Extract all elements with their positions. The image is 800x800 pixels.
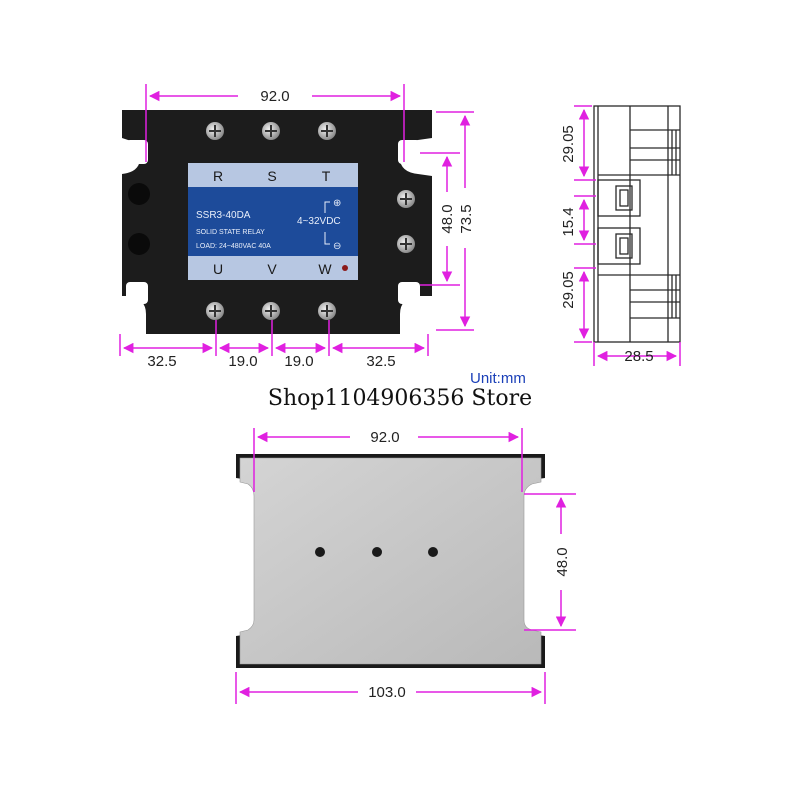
subtitle-label: SOLID STATE RELAY bbox=[196, 229, 265, 236]
screw-bottom-w bbox=[318, 302, 336, 320]
dim-side-depth: 28.5 bbox=[624, 348, 653, 365]
dim-bottom-left: 32.5 bbox=[147, 353, 176, 370]
side-hole-bottom bbox=[128, 233, 150, 255]
dim-front-width: 92.0 bbox=[260, 88, 289, 105]
minus-symbol: ⊖ bbox=[333, 241, 341, 252]
terminal-label-r: R bbox=[213, 168, 223, 184]
control-voltage-label: 4~32VDC bbox=[297, 216, 341, 227]
mount-slot-bottom-left bbox=[126, 282, 148, 304]
dim-back-height: 48.0 bbox=[554, 547, 571, 576]
side-dimensions bbox=[574, 105, 681, 366]
dim-bottom-mid-2: 19.0 bbox=[284, 353, 313, 370]
plate-hole-3 bbox=[428, 547, 438, 557]
relay-side-view bbox=[593, 105, 681, 343]
terminal-label-w: W bbox=[318, 261, 332, 277]
terminal-label-v: V bbox=[267, 261, 277, 277]
label-panel: R S T U V W SSR3-40DA SOLID STATE RELAY … bbox=[188, 163, 358, 280]
screw-top-s bbox=[262, 122, 280, 140]
dim-front-inner-height: 48.0 bbox=[439, 204, 456, 233]
dim-side-bottom: 29.05 bbox=[560, 271, 577, 309]
terminal-label-s: S bbox=[267, 168, 276, 184]
dim-front-total-height: 73.5 bbox=[458, 204, 475, 233]
model-label: SSR3-40DA bbox=[196, 210, 251, 221]
screw-top-r bbox=[206, 122, 224, 140]
dim-side-mid: 15.4 bbox=[560, 207, 577, 236]
front-dimensions bbox=[119, 84, 474, 356]
plate-hole-1 bbox=[315, 547, 325, 557]
dim-back-total-width: 103.0 bbox=[368, 684, 406, 701]
screw-bottom-u bbox=[206, 302, 224, 320]
back-dimensions bbox=[235, 428, 576, 704]
status-led bbox=[342, 265, 348, 271]
plus-symbol: ⊕ bbox=[333, 198, 341, 209]
mount-slot-bottom-right bbox=[398, 282, 420, 304]
screw-control-minus bbox=[397, 235, 415, 253]
terminal-label-t: T bbox=[322, 168, 331, 184]
mount-slot-top-left bbox=[126, 140, 148, 164]
side-hole-top bbox=[128, 183, 150, 205]
aluminum-plate bbox=[239, 457, 542, 665]
load-label: LOAD: 24~480VAC 40A bbox=[196, 243, 271, 250]
terminal-label-u: U bbox=[213, 261, 223, 277]
dim-bottom-mid-1: 19.0 bbox=[228, 353, 257, 370]
unit-label: Unit:mm bbox=[470, 370, 526, 387]
dim-side-top: 29.05 bbox=[560, 125, 577, 163]
screw-control-plus bbox=[397, 190, 415, 208]
mount-slot-top-right bbox=[398, 140, 420, 164]
dim-bottom-right: 32.5 bbox=[366, 353, 395, 370]
dim-back-width: 92.0 bbox=[370, 429, 399, 446]
relay-front-view: R S T U V W SSR3-40DA SOLID STATE RELAY … bbox=[122, 110, 432, 334]
store-name: Shop1104906356 Store bbox=[267, 386, 533, 411]
screw-bottom-v bbox=[262, 302, 280, 320]
plate-hole-2 bbox=[372, 547, 382, 557]
screw-top-t bbox=[318, 122, 336, 140]
relay-back-view bbox=[236, 454, 545, 668]
